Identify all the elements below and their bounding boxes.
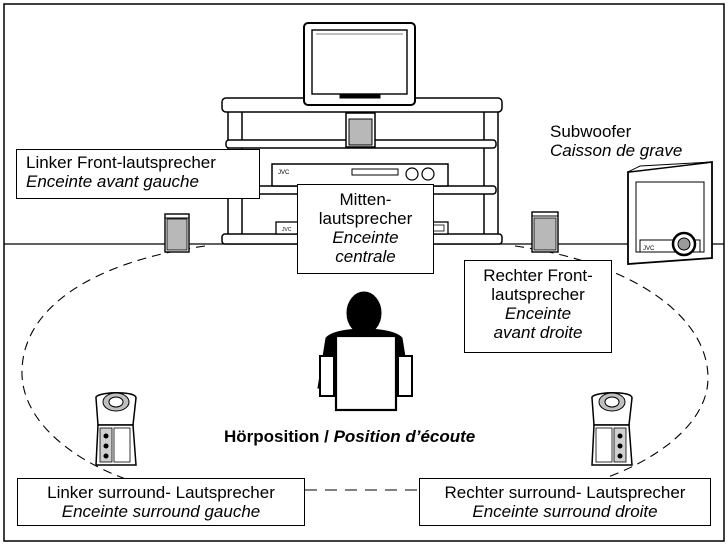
surround-right-label-fr: Enceinte surround droite (472, 502, 658, 521)
listening-position-de: Hörposition / (224, 427, 329, 446)
front-left-label-fr: Enceinte avant gauche (26, 172, 199, 191)
subwoofer-brand: JVC (643, 246, 655, 252)
surround-right-label: Rechter surround- Lautsprecher Enceinte … (419, 478, 711, 526)
tv-icon (303, 22, 416, 106)
subwoofer-label: Subwoofer Caisson de grave (550, 122, 682, 160)
dashed-path-left (21, 245, 206, 489)
receiver-brand: JVC (278, 170, 290, 176)
listener-icon (317, 291, 413, 412)
center-speaker-icon (345, 112, 376, 148)
subwoofer-label-de: Subwoofer (550, 122, 632, 141)
subwoofer-icon: JVC (627, 160, 713, 265)
listening-position-label: Hörposition / Position d’écoute (224, 427, 475, 446)
front-left-label-de: Linker Front-lautsprecher (26, 153, 216, 172)
front-right-label: Rechter Front- lautsprecher Enceinte ava… (464, 260, 612, 353)
center-label-de-1: Mitten- (339, 190, 392, 209)
center-label-fr-2: centrale (335, 247, 396, 266)
surround-left-label-fr: Enceinte surround gauche (61, 502, 261, 521)
center-label-de-2: lautsprecher (318, 209, 413, 228)
dvd-brand: JVC (282, 227, 292, 233)
surround-left-label-de: Linker surround- Lautsprecher (47, 483, 275, 502)
front-right-label-fr-2: avant droite (493, 323, 583, 342)
center-label-fr-1: Enceinte (332, 228, 399, 247)
subwoofer-label-fr: Caisson de grave (550, 141, 683, 160)
front-right-speaker-icon (531, 211, 559, 253)
listening-position-fr: Position d’écoute (333, 427, 476, 446)
surround-right-label-de: Rechter surround- Lautsprecher (444, 483, 686, 502)
front-right-label-fr-1: Enceinte (504, 304, 572, 323)
surround-right-speaker-icon (591, 392, 633, 466)
front-left-speaker-icon (164, 213, 190, 253)
center-label: Mitten- lautsprecher Enceinte centrale (297, 184, 434, 274)
front-right-label-de-1: Rechter Front- (483, 266, 593, 285)
surround-left-speaker-icon (95, 392, 137, 466)
front-right-label-de-2: lautsprecher (491, 285, 585, 304)
surround-left-label: Linker surround- Lautsprecher Enceinte s… (17, 478, 305, 526)
receiver-icon: JVC (271, 163, 449, 187)
diagram-frame (3, 3, 725, 542)
front-left-label: Linker Front-lautsprecher Enceinte avant… (16, 149, 260, 199)
